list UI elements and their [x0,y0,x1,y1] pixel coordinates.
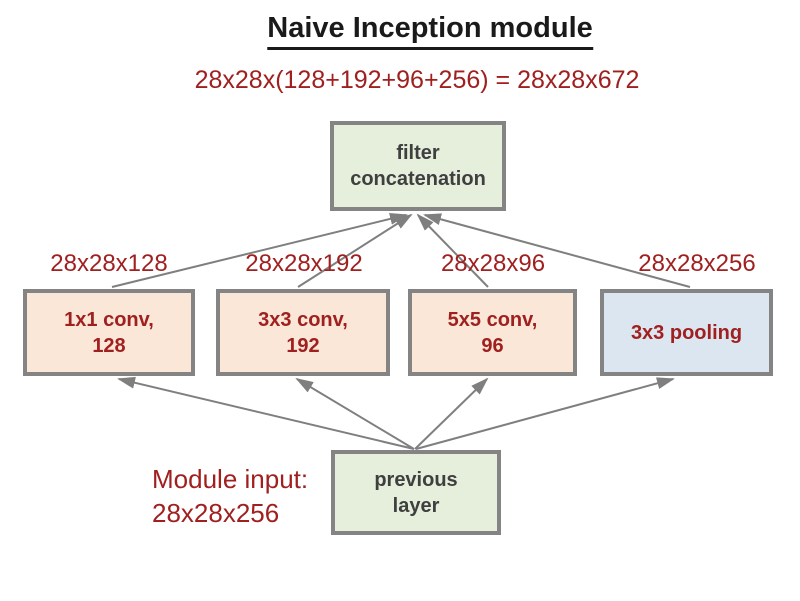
branch-label-pooling-3x3: 28x28x256 [638,250,756,277]
conv-3x3-label-line2: 192 [286,334,320,357]
filter-concatenation-label-line1: filter [396,142,440,164]
arrow-conv3x3-to-concat [297,213,413,288]
arrow-conv5x5-to-concat [416,213,489,288]
previous-layer-label-line1: previous [374,468,458,491]
output-dimension-formula: 28x28x(128+192+96+256) = 28x28x672 [194,66,640,94]
conv-1x1-box: 1x1 conv, 128 [23,289,195,376]
conv-1x1-label-line1: 1x1 conv, [64,308,154,331]
branch-label-conv-3x3: 28x28x192 [245,250,363,277]
arrow-prev-to-conv1x1 [117,376,415,450]
arrow-prev-to-conv5x5 [414,377,489,450]
conv-1x1-label-line2: 128 [92,334,126,357]
conv-5x5-label-line2: 96 [481,334,504,357]
module-input-line1: Module input: [152,464,309,494]
module-input-line2: 28x28x256 [152,498,280,528]
conv-5x5-box: 5x5 conv, 96 [408,289,577,376]
filter-concatenation-label-line2: concatenation [350,168,486,190]
conv-5x5-label-line1: 5x5 conv, [447,308,538,331]
arrow-conv1x1-to-concat [111,212,408,288]
arrow-pooling-to-concat [423,213,691,288]
module-input-annotation: Module input: 28x28x256 [152,462,308,530]
diagram-title: Naive Inception module [267,12,593,50]
conv-3x3-label-line1: 3x3 conv, [258,308,348,331]
previous-layer-label-line2: layer [392,494,440,517]
previous-layer-box: previous layer [331,450,501,535]
arrow-prev-to-conv3x3 [295,377,415,450]
pooling-3x3-label: 3x3 pooling [630,321,743,344]
branch-label-conv-5x5: 28x28x96 [440,250,546,277]
pooling-3x3-box: 3x3 pooling [600,289,773,376]
filter-concatenation-box: filter concatenation [330,121,506,211]
conv-3x3-box: 3x3 conv, 192 [216,289,390,376]
branch-label-conv-1x1: 28x28x128 [50,250,168,277]
arrow-prev-to-pooling [415,377,675,450]
